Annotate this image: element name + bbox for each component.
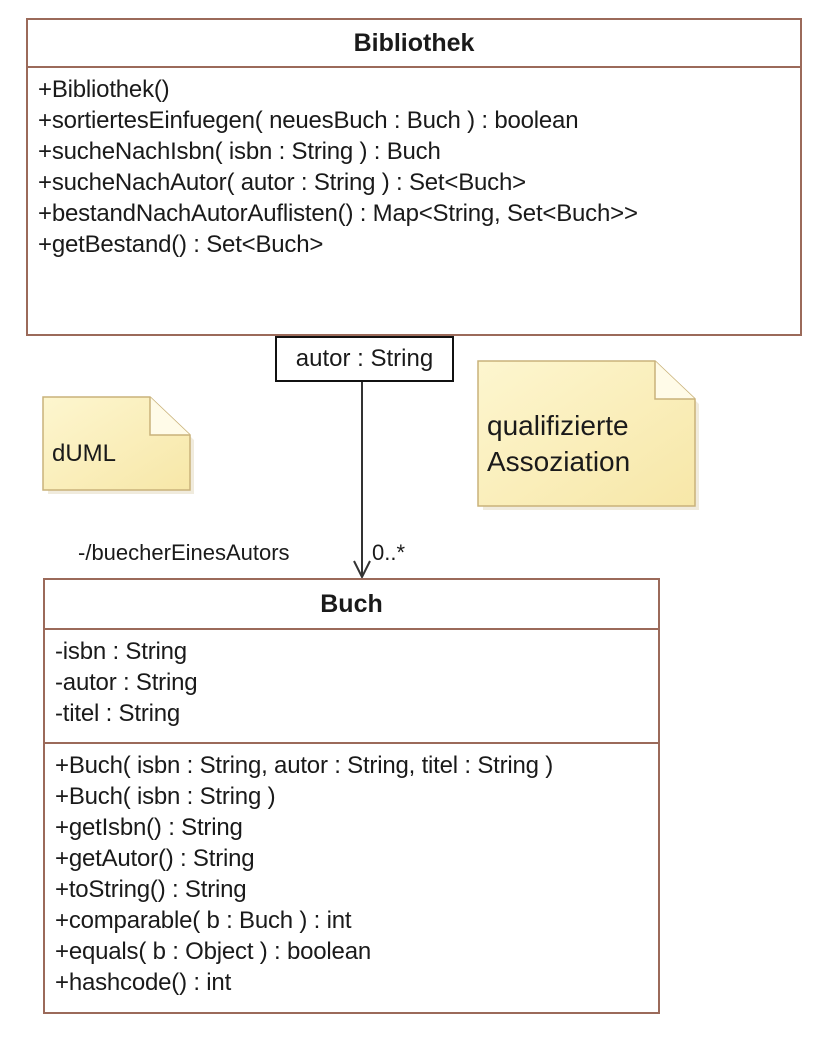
note-qualified-association-text: qualifizierte Assoziation xyxy=(487,408,630,480)
operation: +getIsbn() : String xyxy=(55,814,243,841)
class-bibliothek[interactable]: Bibliothek +Bibliothek() +sortiertesEinf… xyxy=(26,18,802,336)
operation: +sucheNachAutor( autor : String ) : Set<… xyxy=(38,169,526,196)
operation: +getBestand() : Set<Buch> xyxy=(38,231,324,258)
operation: +Buch( isbn : String ) xyxy=(55,783,276,810)
note-duml[interactable]: dUML xyxy=(42,396,198,496)
association-arrowhead xyxy=(353,560,371,580)
note-qualified-association[interactable]: qualifizierte Assoziation xyxy=(477,360,703,512)
association-multiplicity: 0..* xyxy=(372,540,406,565)
operations-compartment-bibliothek: +Bibliothek() +sortiertesEinfuegen( neue… xyxy=(28,68,800,260)
class-name-buch: Buch xyxy=(45,580,658,630)
operations-compartment-buch: +Buch( isbn : String, autor : String, ti… xyxy=(45,744,658,998)
note-text-line: qualifizierte xyxy=(487,410,629,441)
operation: +hashcode() : int xyxy=(55,969,232,996)
note-shape xyxy=(42,396,194,494)
qualifier-box[interactable]: autor : String xyxy=(275,336,454,382)
operation: +sucheNachIsbn( isbn : String ) : Buch xyxy=(38,138,441,165)
attribute: -titel : String xyxy=(55,700,181,727)
operation: +Buch( isbn : String, autor : String, ti… xyxy=(55,752,554,779)
operation: +sortiertesEinfuegen( neuesBuch : Buch )… xyxy=(38,107,579,134)
note-duml-text: dUML xyxy=(52,440,117,467)
association-role-name: -/buecherEinesAutors xyxy=(78,540,290,565)
attribute: -isbn : String xyxy=(55,638,187,665)
note-text-line: Assoziation xyxy=(487,446,631,477)
operation: +equals( b : Object ) : boolean xyxy=(55,938,371,965)
operation: +comparable( b : Buch ) : int xyxy=(55,907,352,934)
operation: +Bibliothek() xyxy=(38,76,170,103)
note-shape xyxy=(477,360,699,510)
operation: +getAutor() : String xyxy=(55,845,255,872)
operation: +bestandNachAutorAuflisten() : Map<Strin… xyxy=(38,200,638,227)
operation: +toString() : String xyxy=(55,876,247,903)
class-buch[interactable]: Buch -isbn : String -autor : String -tit… xyxy=(43,578,660,1014)
attribute: -autor : String xyxy=(55,669,198,696)
attributes-compartment-buch: -isbn : String -autor : String -titel : … xyxy=(45,630,658,744)
class-name-bibliothek: Bibliothek xyxy=(28,20,800,68)
